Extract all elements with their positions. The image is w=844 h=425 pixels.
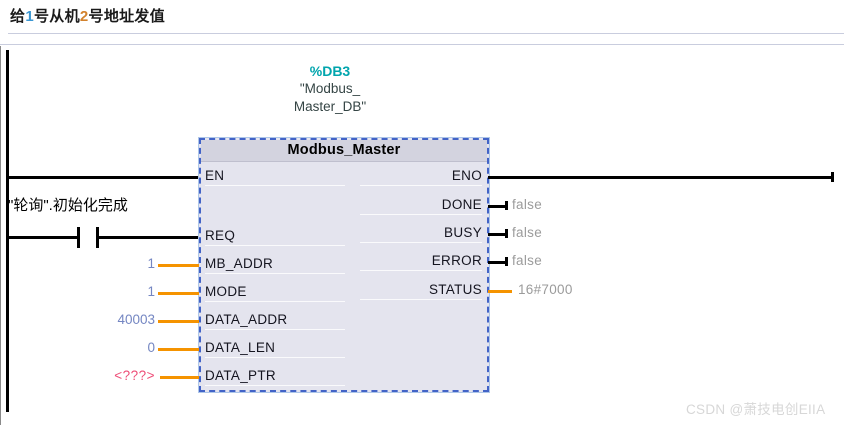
wire-error-end-tick	[505, 257, 508, 266]
value-data-ptr-missing[interactable]: <???>	[114, 368, 155, 383]
pin-eno: ENO	[360, 168, 482, 186]
block-title: Modbus_Master	[201, 140, 487, 162]
wire-busy	[488, 233, 507, 236]
title-separator	[8, 33, 844, 34]
value-data-addr[interactable]: 40003	[117, 312, 155, 327]
modbus-master-block[interactable]: Modbus_Master	[199, 138, 489, 392]
network-left-border	[0, 46, 1, 425]
wire-done-end-tick	[505, 201, 508, 210]
wire-data-addr	[158, 320, 199, 323]
pin-data-ptr: DATA_PTR	[205, 368, 345, 386]
wire-mode	[158, 292, 199, 295]
pin-busy: BUSY	[360, 225, 482, 243]
value-status[interactable]: 16#7000	[518, 282, 573, 297]
value-mb-addr[interactable]: 1	[147, 256, 155, 271]
pin-error: ERROR	[360, 253, 482, 271]
value-error[interactable]: false	[512, 253, 543, 268]
wire-busy-end-tick	[505, 229, 508, 238]
pin-data-len: DATA_LEN	[205, 340, 345, 358]
wire-en	[8, 176, 199, 179]
csdn-watermark: CSDN @萧技电创EIIA	[686, 402, 826, 417]
wire-req	[8, 236, 199, 239]
pin-status: STATUS	[360, 282, 482, 300]
wire-mb-addr	[158, 264, 199, 267]
db-name-line1: "Modbus_	[299, 81, 361, 96]
title-segment: 号地址发值	[88, 8, 166, 25]
title-segment-number: 1	[25, 8, 34, 25]
value-mode[interactable]: 1	[147, 284, 155, 299]
pin-req: REQ	[205, 228, 345, 246]
contact-operand[interactable]: "轮询".初始化完成	[8, 197, 128, 214]
power-rail	[6, 50, 9, 412]
pin-mode: MODE	[205, 284, 345, 302]
network-separator	[0, 44, 844, 45]
value-busy[interactable]: false	[512, 225, 543, 240]
value-data-len[interactable]: 0	[147, 340, 155, 355]
db-number: %DB3	[309, 63, 351, 79]
contact-gap	[80, 235, 96, 240]
wire-error	[488, 261, 507, 264]
wire-status	[488, 290, 512, 293]
contact-left-bar[interactable]	[77, 227, 80, 248]
pin-done: DONE	[360, 197, 482, 215]
value-done[interactable]: false	[512, 197, 543, 212]
wire-data-len	[158, 348, 199, 351]
title-segment: 号从机	[33, 8, 80, 25]
db-name-line2: Master_DB"	[293, 99, 367, 114]
pin-mb-addr: MB_ADDR	[205, 256, 345, 274]
pin-data-addr: DATA_ADDR	[205, 312, 345, 330]
network-title[interactable]: 给1号从机2号地址发值	[10, 5, 165, 26]
wire-done	[488, 205, 507, 208]
instance-db-label[interactable]: %DB3 "Modbus_ Master_DB"	[230, 62, 430, 116]
title-segment-number: 2	[79, 8, 89, 25]
title-segment: 给	[10, 8, 26, 25]
pin-en: EN	[205, 168, 345, 186]
wire-eno	[488, 176, 833, 179]
wire-eno-end-tick	[831, 172, 834, 182]
contact-right-bar[interactable]	[96, 227, 99, 248]
wire-data-ptr	[160, 376, 199, 379]
